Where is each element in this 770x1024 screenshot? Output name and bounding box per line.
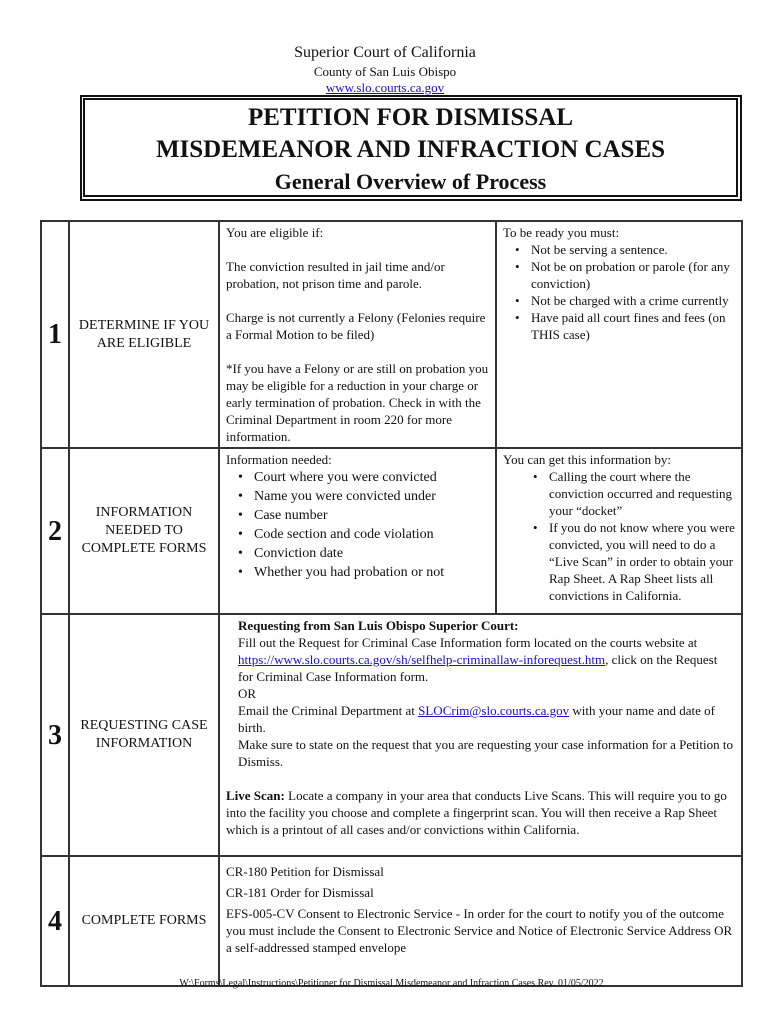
form-item: EFS-005-CV Consent to Electronic Service… — [226, 906, 733, 955]
process-table: 1 DETERMINE IF YOU ARE ELIGIBLE You are … — [40, 220, 743, 987]
livescan-label: Live Scan: — [226, 788, 285, 803]
list-item: Not be charged with a crime currently — [515, 292, 735, 309]
title-line2: MISDEMEANOR AND INFRACTION CASES — [155, 136, 666, 163]
county-name: County of San Luis Obispo — [313, 64, 457, 79]
step-row-4: 4 COMPLETE FORMS CR-180 Petition for Dis… — [40, 855, 743, 987]
eligible-intro: You are eligible if: — [226, 225, 324, 240]
source-list: Calling the court where the conviction o… — [503, 468, 735, 604]
title-line3: General Overview of Process — [274, 169, 547, 194]
eligible-p2: Charge is not currently a Felony (Feloni… — [226, 310, 486, 342]
list-item: Have paid all court fines and fees (on T… — [515, 309, 735, 343]
email-link[interactable]: SLOCrim@slo.courts.ca.gov — [418, 703, 570, 718]
list-item: Whether you had probation or not — [238, 563, 489, 582]
list-item: If you do not know where you were convic… — [533, 519, 735, 604]
list-item: Case number — [238, 506, 489, 525]
list-item: Conviction date — [238, 544, 489, 563]
step-number: 3 — [40, 613, 70, 857]
step-label: REQUESTING CASE INFORMATION — [68, 613, 220, 857]
list-item: Calling the court where the conviction o… — [533, 468, 735, 519]
step-row-2: 2 INFORMATION NEEDED TO COMPLETE FORMS I… — [40, 447, 743, 615]
request-text: , click on the Request for Criminal Case… — [238, 652, 718, 684]
eligible-p3: *If you have a Felony or are still on pr… — [226, 361, 489, 444]
step-row-3: 3 REQUESTING CASE INFORMATION Requesting… — [40, 613, 743, 857]
footer-path: W:\Forms\Legal\Instructions\Petitioner f… — [179, 978, 604, 989]
step-label: DETERMINE IF YOU ARE ELIGIBLE — [68, 220, 220, 449]
info-list: Court where you were convicted Name you … — [226, 468, 489, 582]
request-text: Fill out the Request for Criminal Case I… — [238, 635, 698, 650]
request-form-link[interactable]: https://www.slo.courts.ca.gov/sh/selfhel… — [238, 652, 606, 667]
ready-intro: To be ready you must: — [503, 225, 620, 240]
list-item: Not be on probation or parole (for any c… — [515, 258, 735, 292]
step-row-1: 1 DETERMINE IF YOU ARE ELIGIBLE You are … — [40, 220, 743, 449]
eligible-p1: The conviction resulted in jail time and… — [226, 259, 445, 291]
list-item: Not be serving a sentence. — [515, 241, 735, 258]
list-item: Name you were convicted under — [238, 487, 489, 506]
step-number: 1 — [40, 220, 70, 449]
step-number: 2 — [40, 447, 70, 615]
step-number: 4 — [40, 855, 70, 987]
source-intro: You can get this information by: — [503, 452, 672, 467]
form-item: CR-181 Order for Dismissal — [226, 885, 374, 900]
court-name: Superior Court of California — [294, 44, 476, 61]
request-heading: Requesting from San Luis Obispo Superior… — [238, 618, 519, 633]
title-line1: PETITION FOR DISMISSAL — [247, 104, 574, 131]
title-box: PETITION FOR DISMISSAL MISDEMEANOR AND I… — [80, 95, 742, 201]
email-text: with your name and date of birth. — [238, 703, 715, 735]
info-intro: Information needed: — [226, 452, 332, 467]
list-item: Code section and code violation — [238, 525, 489, 544]
livescan-text: Locate a company in your area that condu… — [226, 788, 727, 837]
request-note: Make sure to state on the request that y… — [238, 737, 733, 769]
form-item: CR-180 Petition for Dismissal — [226, 864, 384, 879]
step-label: COMPLETE FORMS — [68, 855, 220, 987]
step-label: INFORMATION NEEDED TO COMPLETE FORMS — [68, 447, 220, 615]
ready-list: Not be serving a sentence. Not be on pro… — [503, 241, 735, 343]
list-item: Court where you were convicted — [238, 468, 489, 487]
email-text: Email the Criminal Department at — [238, 703, 419, 718]
or-text: OR — [238, 686, 257, 701]
website-link[interactable]: www.slo.courts.ca.gov — [325, 80, 445, 95]
